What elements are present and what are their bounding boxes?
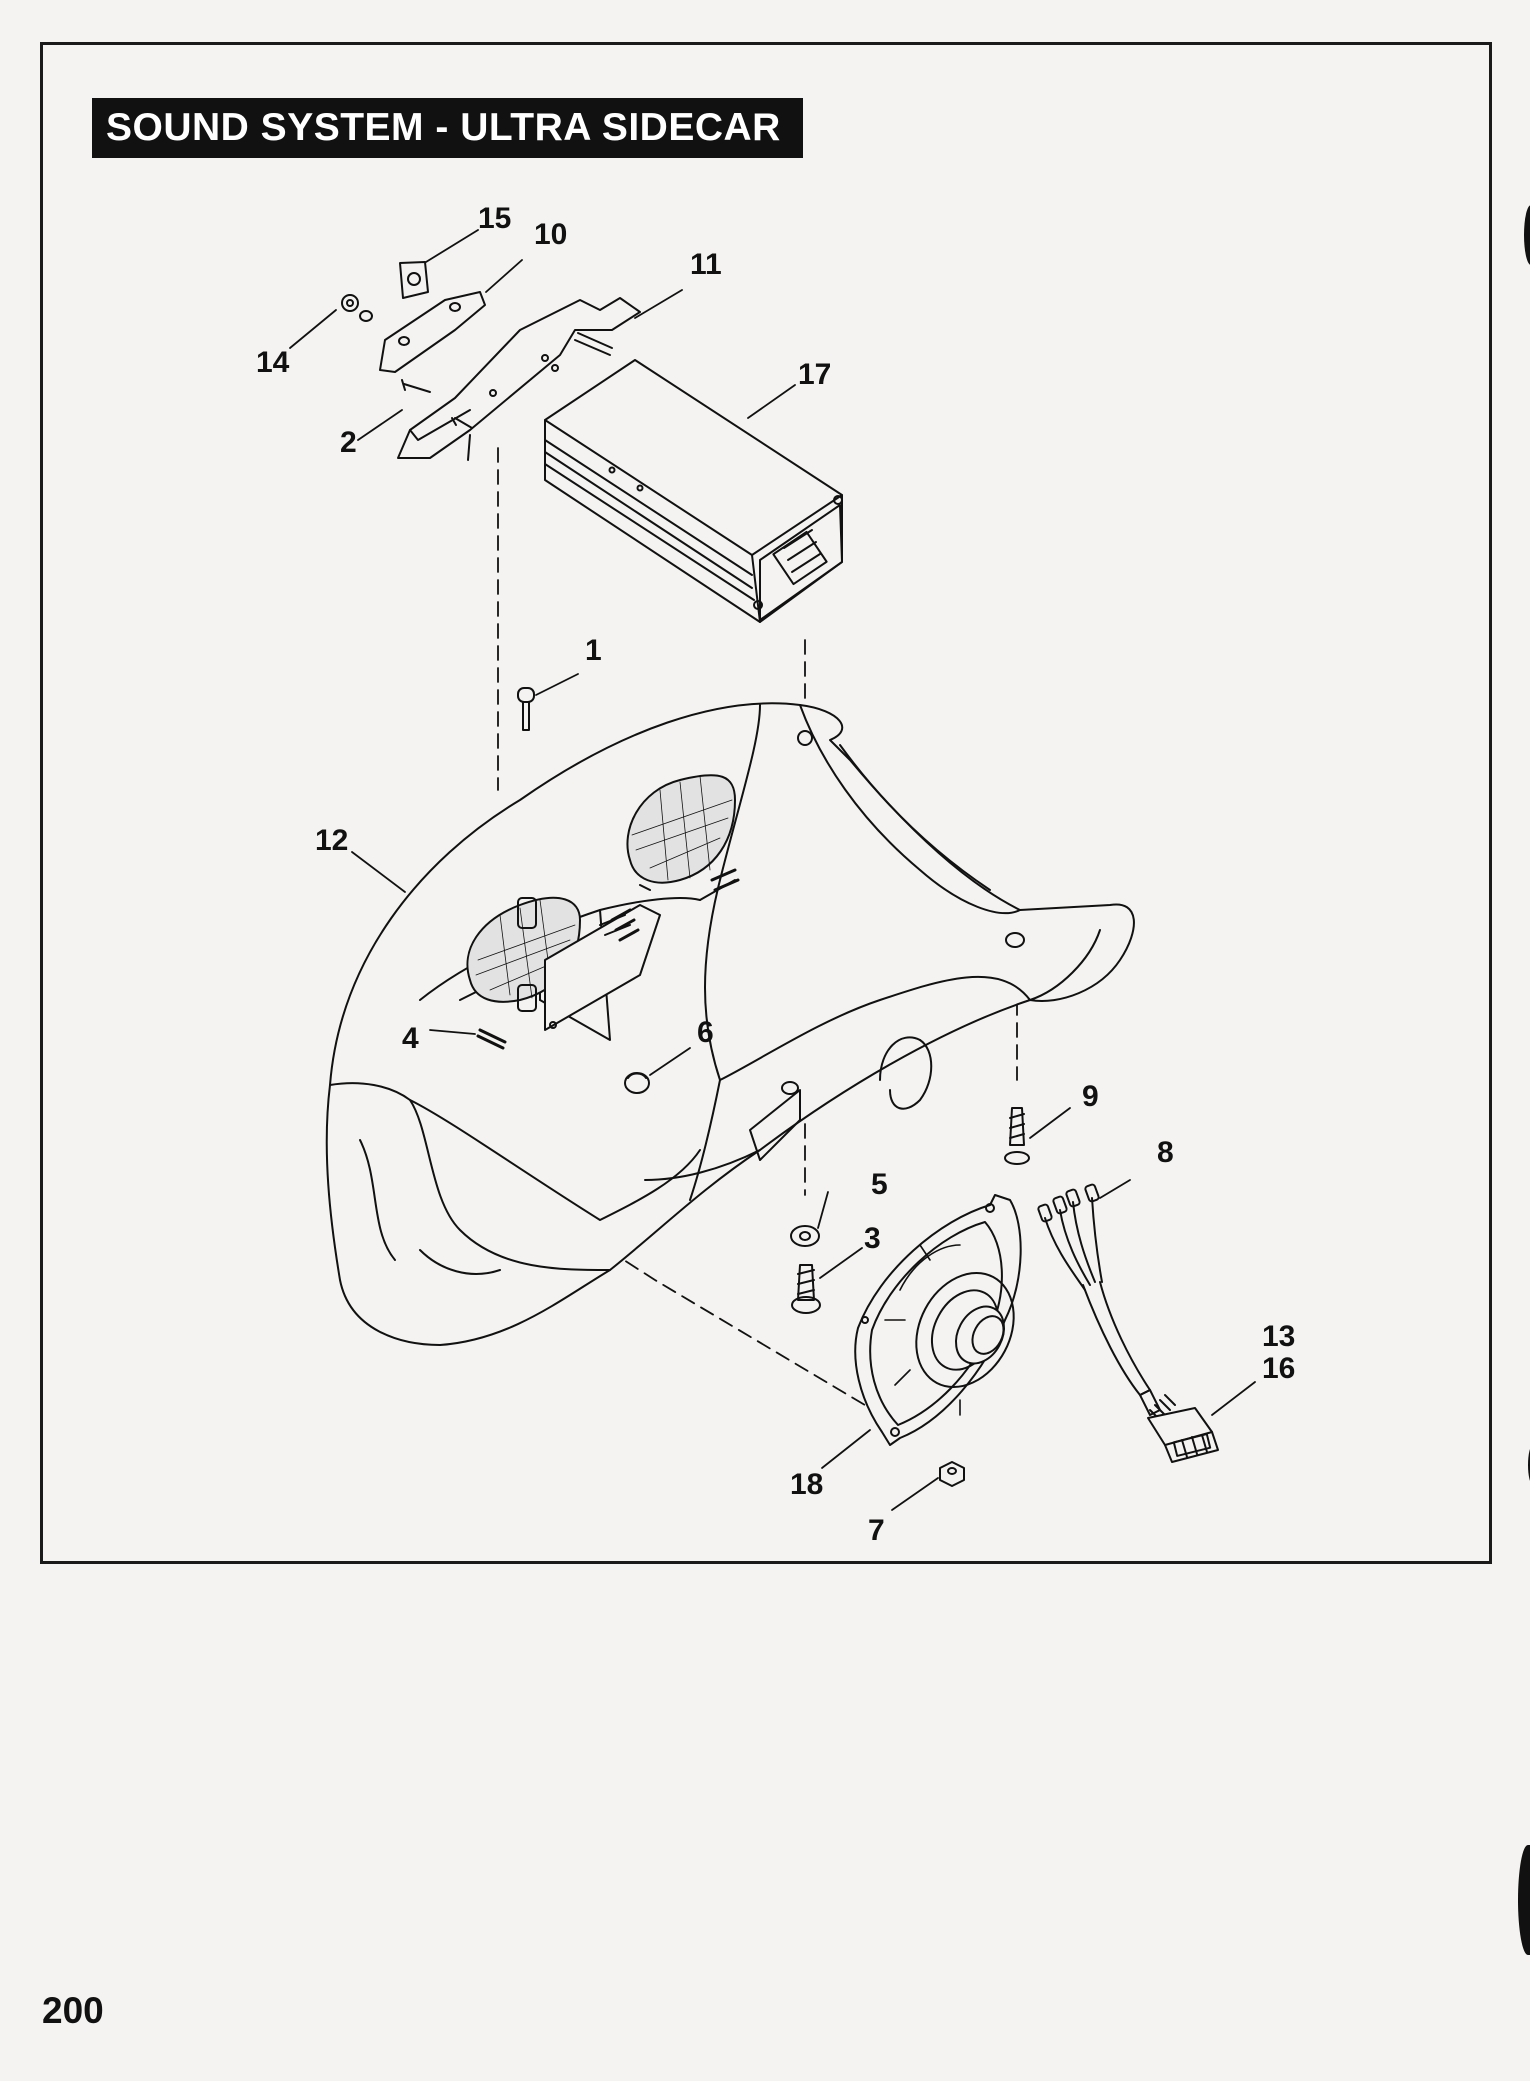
callout-8: 8 <box>1157 1136 1174 1169</box>
speaker-grille-right <box>626 774 736 884</box>
screw-3 <box>791 1264 821 1314</box>
callout-18: 18 <box>790 1468 823 1501</box>
leader-lines <box>289 229 1256 1511</box>
amplifier <box>544 359 843 623</box>
page-number: 200 <box>42 1990 104 2031</box>
callout-17: 17 <box>798 358 831 391</box>
binder-tab-bottom <box>1518 1845 1530 1955</box>
binder-tab-middle <box>1528 1445 1530 1485</box>
screw-1 <box>517 687 535 731</box>
callout-14: 14 <box>256 346 290 379</box>
callout-10: 10 <box>534 218 567 251</box>
speaker <box>854 1194 1022 1446</box>
nut-7 <box>939 1461 965 1487</box>
callout-3: 3 <box>864 1222 881 1255</box>
mounting-plate <box>379 291 486 373</box>
lock-nut <box>341 294 373 322</box>
callout-9: 9 <box>1082 1080 1099 1113</box>
stud-4 <box>476 1028 507 1050</box>
binder-tab-top <box>1524 205 1530 265</box>
bracket-stud <box>574 332 613 356</box>
callout-13: 13 <box>1262 1320 1295 1353</box>
screw-9 <box>1004 1107 1030 1165</box>
callout-1: 1 <box>585 634 602 667</box>
callout-16: 16 <box>1262 1352 1295 1385</box>
amplifier-mount-plate <box>544 868 740 1031</box>
wiring-harness <box>1037 1183 1176 1421</box>
washer-5 <box>790 1225 820 1247</box>
callout-12: 12 <box>315 824 348 857</box>
amplifier-mounting-bracket <box>397 297 641 461</box>
callout-7: 7 <box>868 1514 885 1547</box>
callout-11: 11 <box>690 248 722 281</box>
clip-nut <box>399 261 429 299</box>
callout-6: 6 <box>697 1016 714 1049</box>
callout-4: 4 <box>402 1022 419 1055</box>
callout-5: 5 <box>871 1168 888 1201</box>
mounting-screw <box>401 379 473 429</box>
page-title: SOUND SYSTEM - ULTRA SIDECAR <box>92 98 803 158</box>
callout-15: 15 <box>478 202 511 235</box>
diagram-frame <box>40 42 1492 1564</box>
plug-6 <box>624 1072 650 1094</box>
harness-connector <box>1147 1407 1219 1463</box>
callout-2: 2 <box>340 426 357 459</box>
standoff-spacer <box>517 897 537 1012</box>
